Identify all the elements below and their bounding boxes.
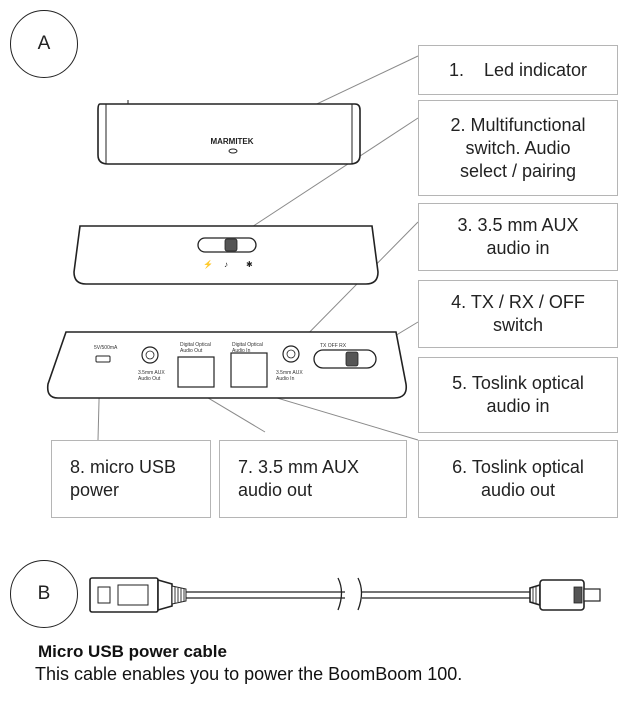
callout-number: 2. xyxy=(450,114,466,135)
caption-text: This cable enables you to power the Boom… xyxy=(35,664,463,684)
callout-number: 3. xyxy=(457,215,473,235)
callout-led-indicator: 1. Led indicator xyxy=(418,45,618,95)
leader-line-3 xyxy=(289,221,419,353)
callout-text: micro USB power xyxy=(70,457,177,500)
svg-text:✱: ✱ xyxy=(246,260,253,269)
callout-number: 1. xyxy=(448,59,464,80)
callout-toslink-out: 6. Toslink optical audio out xyxy=(418,440,618,518)
callout-aux-in: 3. 3.5 mm AUX audio in xyxy=(418,203,618,271)
callout-text: Toslink optical audio in xyxy=(471,373,584,416)
callout-text: Toslink optical audio out xyxy=(471,457,584,500)
rear-switch-label: TX OFF RX xyxy=(320,343,347,349)
leader-line-2 xyxy=(231,117,419,241)
svg-text:♪: ♪ xyxy=(224,260,228,269)
caption-title: Micro USB power cable xyxy=(38,642,227,661)
svg-text:⚡: ⚡ xyxy=(203,259,213,269)
device-front-view: ⚡ ♪ ✱ xyxy=(73,225,379,285)
callout-number: 5. xyxy=(452,373,468,393)
callout-aux-out: 7. 3.5 mm AUX audio out xyxy=(219,440,407,518)
usb-cable xyxy=(89,577,601,613)
callout-number: 7. xyxy=(238,457,254,477)
usb-port-label: 5V/500mA xyxy=(94,345,118,351)
callout-toslink-in: 5. Toslink optical audio in xyxy=(418,357,618,433)
callout-number: 6. xyxy=(452,457,468,477)
callout-number: 8. xyxy=(70,457,86,477)
callout-text: 3.5 mm AUX audio in xyxy=(477,215,579,258)
callout-text: 3.5 mm AUX audio out xyxy=(238,457,360,500)
callout-micro-usb: 8. micro USB power xyxy=(51,440,211,518)
callout-text: Multifunctional switch. Audio select / p… xyxy=(459,114,586,181)
callout-multifunctional-switch: 2. Multifunctional switch. Audio select … xyxy=(418,100,618,196)
device-rear-view xyxy=(46,331,408,399)
callout-number: 4. xyxy=(451,292,467,312)
callout-text: TX / RX / OFF switch xyxy=(470,292,585,335)
device-top-view xyxy=(97,100,361,165)
callout-tx-rx-switch: 4. TX / RX / OFF switch xyxy=(418,280,618,348)
device-brand-logo: MARMITEK xyxy=(210,137,253,146)
callout-text: Led indicator xyxy=(483,59,588,80)
section-b-label: B xyxy=(10,560,78,628)
section-a-label: A xyxy=(10,10,78,78)
